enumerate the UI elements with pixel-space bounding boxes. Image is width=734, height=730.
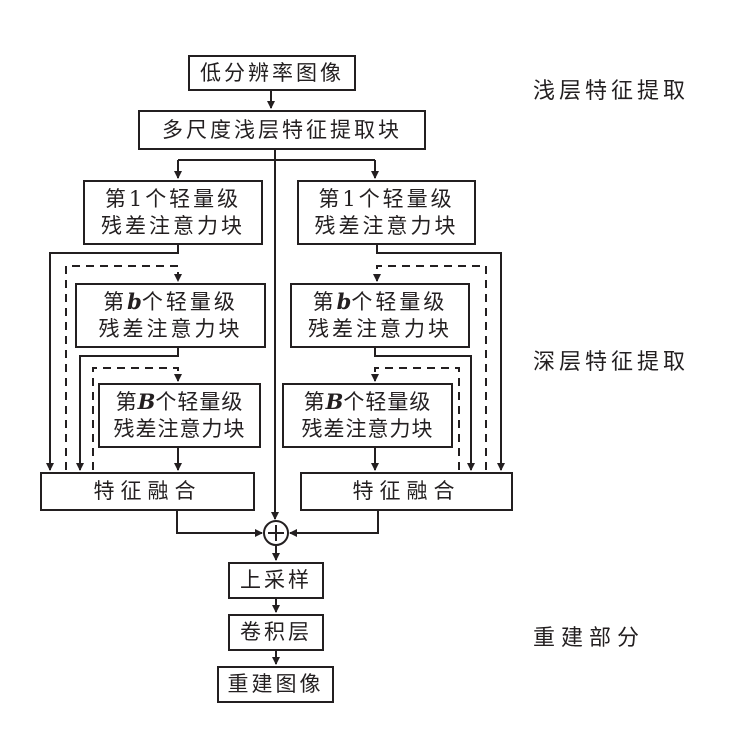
left-block-1: 第1个轻量级 残差注意力块 [83,180,263,245]
right-block-1-line2: 残差注意力块 [314,213,459,238]
left-block-1-line2: 残差注意力块 [101,213,245,238]
index: 1 [342,186,359,211]
prefix: 第 [104,186,129,211]
left-bb-to-fusion [76,347,179,471]
conv-layer-label: 卷积层 [240,620,312,644]
index: B [325,389,344,414]
right-block-1: 第1个轻量级 残差注意力块 [297,180,476,245]
output-image-label: 重建图像 [227,672,324,696]
left-block-b-line1: 第b个轻量级 [103,288,238,316]
suffix: 个轻量级 [343,390,432,414]
left-fusion-label: 特征融合 [93,479,202,503]
left-bb-to-bB-dashed [92,367,182,470]
left-block-1-line1: 第1个轻量级 [105,186,241,213]
right-bb-to-bB-dashed [371,367,460,470]
left-feature-fusion: 特征融合 [40,472,255,511]
input-image-label: 低分辨率图像 [200,60,344,85]
right-bb-to-fusion [374,347,475,471]
upsample-box: 上采样 [228,562,324,599]
prefix: 第 [103,290,128,314]
conv-layer-box: 卷积层 [228,614,324,651]
right-fusion-label: 特征融合 [352,479,461,503]
right-b1-to-bb-dashed [373,265,487,470]
right-fusion-to-add [289,510,379,537]
output-image-box: 重建图像 [217,666,334,703]
input-image-box: 低分辨率图像 [188,55,356,91]
right-block-B-line1: 第B个轻量级 [304,388,432,416]
prefix: 第 [115,390,138,414]
upsample-label: 上采样 [240,568,312,592]
index: B [137,389,156,414]
right-block-B-line2: 残差注意力块 [301,417,434,441]
right-feature-fusion: 特征融合 [300,472,513,511]
suffix: 个轻量级 [155,390,244,414]
right-block-b-line1: 第b个轻量级 [313,288,448,316]
prefix: 第 [312,290,337,314]
index: 1 [128,186,146,211]
left-block-b-line2: 残差注意力块 [98,317,243,341]
right-b1-to-fusion [376,245,505,471]
prefix: 第 [318,186,343,211]
left-block-b: 第b个轻量级 残差注意力块 [75,283,266,348]
left-block-B: 第B个轻量级 残差注意力块 [98,383,261,448]
suffix: 个轻量级 [351,290,448,314]
right-block-B: 第B个轻量级 残差注意力块 [282,383,453,448]
left-b1-to-fusion [46,245,179,471]
suffix: 个轻量级 [358,186,455,211]
suffix: 个轻量级 [145,186,242,211]
left-fusion-to-add [176,510,263,537]
stage-label-shallow: 浅层特征提取 [533,79,690,104]
index: b [127,289,142,314]
stage-label-deep: 深层特征提取 [533,350,690,375]
left-block-B-line2: 残差注意力块 [113,417,246,441]
index: b [336,289,352,314]
left-block-B-line1: 第B个轻量级 [116,388,244,416]
right-block-1-line1: 第1个轻量级 [318,186,454,213]
left-b1-to-bb-dashed [65,265,182,470]
right-block-b: 第b个轻量级 残差注意力块 [290,283,470,348]
shallow-feature-block: 多尺度浅层特征提取块 [138,110,426,150]
right-block-b-line2: 残差注意力块 [308,317,452,341]
prefix: 第 [303,390,326,414]
stage-label-reconstruct: 重建部分 [533,626,646,651]
shallow-feature-block-label: 多尺度浅层特征提取块 [162,117,402,142]
suffix: 个轻量级 [141,290,238,314]
